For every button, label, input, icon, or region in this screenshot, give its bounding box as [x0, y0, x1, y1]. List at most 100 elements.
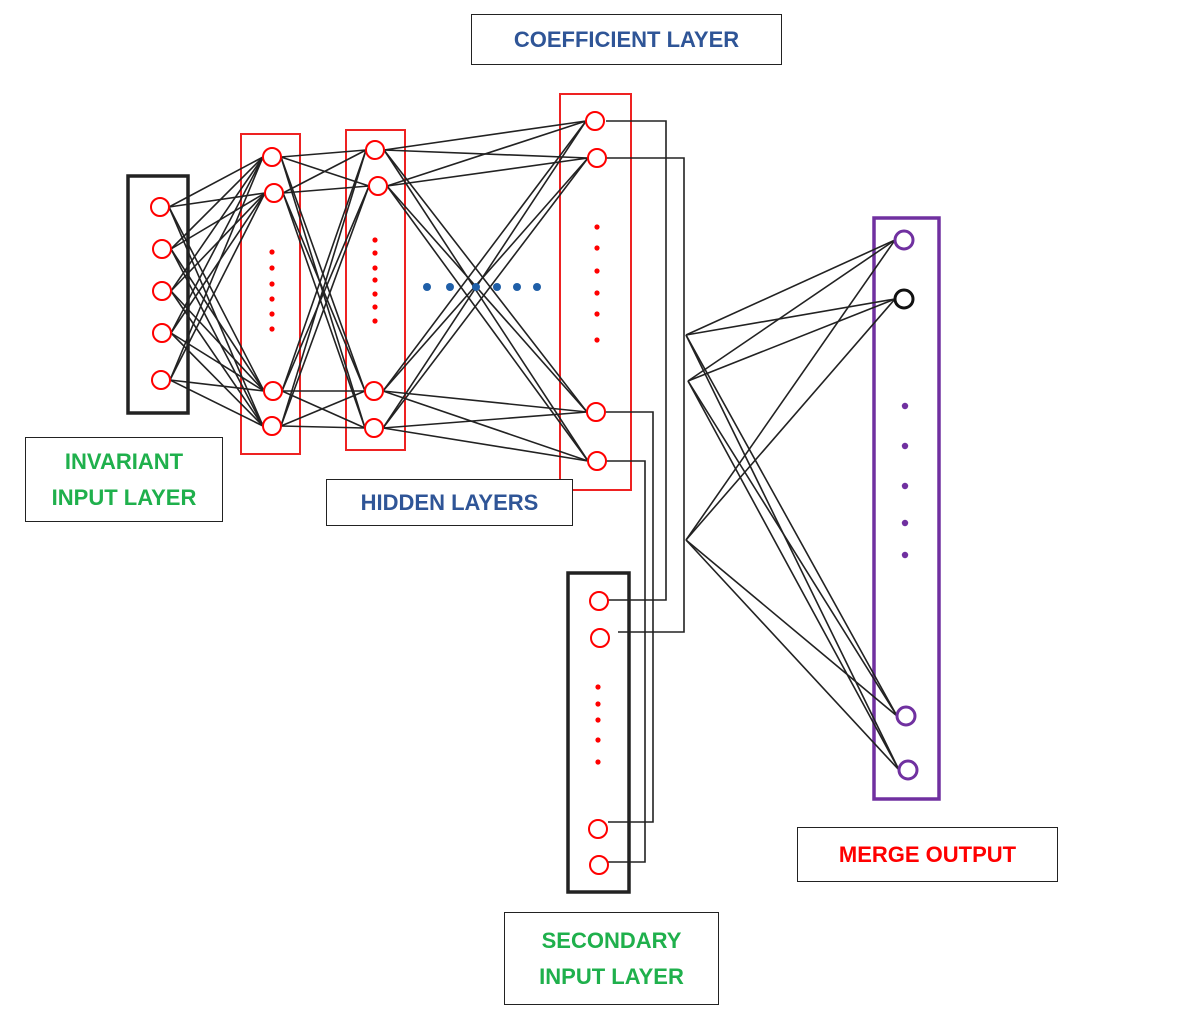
secondary-input-layer-text: SECONDARY INPUT LAYER — [539, 927, 684, 989]
connection-edge — [280, 149, 367, 427]
connection-edge — [383, 120, 587, 151]
connection-edge — [170, 156, 264, 250]
neuron-node — [897, 759, 919, 781]
connection-edge — [382, 411, 588, 429]
ellipsis-dot — [595, 701, 601, 707]
connection-edge — [685, 239, 896, 541]
ellipsis-dot — [901, 402, 909, 410]
merge-output-frame — [872, 216, 941, 801]
neuron-node — [587, 148, 607, 168]
connection-edge — [169, 156, 264, 381]
invariant-input-layer-text: INVARIANT INPUT LAYER — [51, 448, 197, 510]
connection-edge — [687, 380, 900, 771]
ellipsis-dot — [446, 283, 454, 291]
ellipsis-dot — [595, 737, 601, 743]
ellipsis-dot — [372, 250, 378, 256]
hidden-layer-1-frame — [240, 133, 301, 455]
connection-edge — [685, 334, 900, 771]
connection-edge — [685, 334, 898, 717]
ellipsis-dot — [594, 290, 600, 296]
ellipsis-dot — [594, 245, 600, 251]
connection-edge — [281, 390, 366, 429]
ellipsis-dot — [372, 265, 378, 271]
connection-edge — [170, 156, 264, 292]
neuron-node — [893, 288, 915, 310]
connection-edge — [606, 460, 646, 863]
neuron-nodes — [150, 111, 919, 875]
connection-edge — [382, 427, 589, 462]
connection-edge — [280, 149, 367, 158]
neuron-node — [893, 229, 915, 251]
connection-edge — [382, 390, 589, 462]
connection-edge — [606, 157, 685, 633]
ellipsis-dot — [269, 249, 275, 255]
neuron-node — [150, 197, 170, 217]
neuron-node — [368, 176, 388, 196]
neuron-node — [364, 381, 384, 401]
connection-edge — [280, 425, 366, 429]
ellipsis-dot — [269, 281, 275, 287]
ellipsis-dot — [594, 224, 600, 230]
neuron-node — [152, 281, 172, 301]
connection-edge — [170, 192, 266, 250]
neuron-node — [263, 381, 283, 401]
neuron-node — [586, 402, 606, 422]
ellipsis-dot — [595, 717, 601, 723]
ellipsis-dot — [595, 684, 601, 690]
merge-output-text: MERGE OUTPUT — [838, 841, 1017, 867]
secondary-input-frame — [566, 571, 631, 894]
ellipsis-dot — [372, 237, 378, 243]
connection-edges — [168, 120, 900, 863]
connection-edge — [170, 248, 264, 427]
connection-edge — [606, 120, 667, 601]
ellipsis-dot — [372, 291, 378, 297]
connection-edge — [687, 380, 898, 717]
neuron-node — [152, 239, 172, 259]
merge-output-label: MERGE OUTPUT — [797, 827, 1058, 882]
connection-edge — [687, 239, 896, 382]
hidden-layers-text: HIDDEN LAYERS — [360, 489, 539, 515]
coefficient-layer-text: COEFFICIENT LAYER — [513, 26, 740, 52]
connection-edge — [685, 539, 900, 771]
connection-edge — [382, 120, 587, 392]
connection-edge — [382, 120, 587, 429]
neuron-node — [365, 140, 385, 160]
connection-edge — [382, 157, 589, 392]
ellipsis-dot — [513, 283, 521, 291]
neuron-node — [152, 323, 172, 343]
connection-edge — [169, 379, 265, 392]
connection-edge — [170, 290, 264, 427]
connection-edge — [382, 157, 589, 429]
ellipsis-dot — [901, 482, 909, 490]
connection-edge — [386, 120, 587, 187]
invariant-input-frame — [126, 174, 190, 415]
connection-edge — [170, 248, 265, 392]
connection-edge — [281, 185, 370, 392]
neuron-node — [588, 819, 608, 839]
neuron-node — [364, 418, 384, 438]
neuron-node — [151, 370, 171, 390]
hidden-layer-2-frame — [345, 129, 406, 451]
ellipsis-dots — [269, 224, 909, 765]
ellipsis-dot — [594, 337, 600, 343]
neuron-node — [262, 147, 282, 167]
connection-edge — [685, 298, 896, 336]
connection-edge — [169, 379, 264, 427]
ellipsis-dot — [423, 283, 431, 291]
connection-edge — [169, 192, 266, 381]
connection-edge — [280, 185, 370, 427]
connection-edge — [685, 298, 896, 541]
ellipsis-dot — [493, 283, 501, 291]
ellipsis-dot — [901, 442, 909, 450]
ellipsis-dot — [472, 283, 480, 291]
connection-edge — [282, 149, 367, 194]
ellipsis-dot — [269, 311, 275, 317]
ellipsis-dot — [533, 283, 541, 291]
connection-edge — [280, 390, 366, 427]
ellipsis-dot — [269, 265, 275, 271]
ellipsis-dot — [372, 318, 378, 324]
connection-edge — [386, 185, 588, 413]
connection-edge — [170, 332, 265, 392]
neuron-node — [590, 628, 610, 648]
ellipsis-dot — [901, 551, 909, 559]
